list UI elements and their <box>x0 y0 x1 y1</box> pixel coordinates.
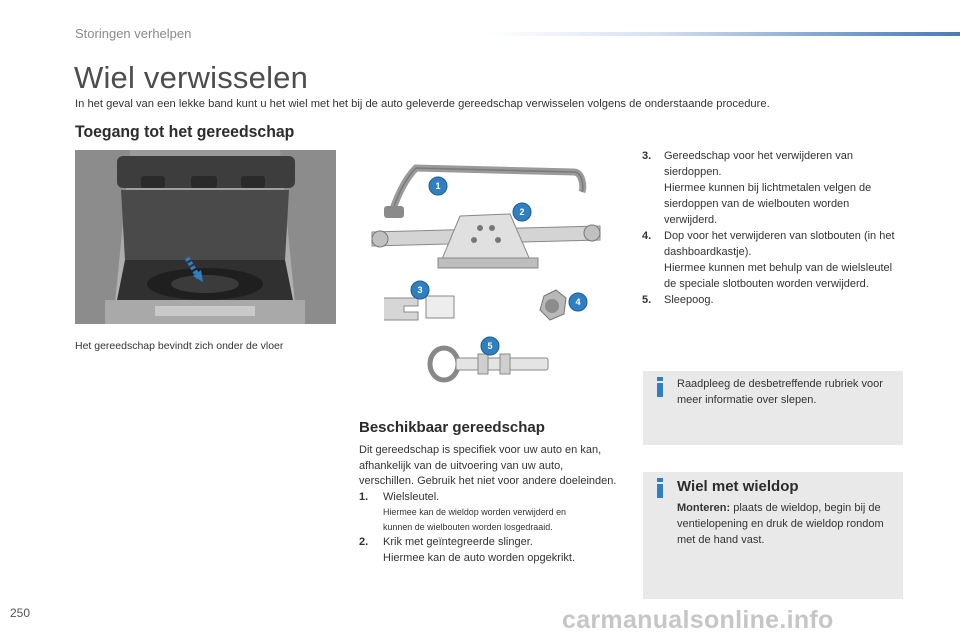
tools-heading: Beschikbaar gereedschap <box>359 419 545 436</box>
info-icon <box>657 377 663 397</box>
tool-item-text: Gereedschap voor het verwijderen van sie… <box>664 148 902 228</box>
tool-item-note: kunnen de wielbouten worden losgedraaid. <box>383 522 553 533</box>
tool-item-number: 1. <box>359 490 369 503</box>
callout-2 <box>512 202 532 222</box>
watermark: carmanualsonline.info <box>562 606 834 634</box>
tool-item-label: Krik met geïntegreerde slinger. <box>383 536 533 548</box>
tool-item-text: Krik met geïntegreerde slinger. Hiermee … <box>383 535 575 566</box>
tool-item-4: 4. Dop voor het verwijderen van slotbout… <box>642 228 902 292</box>
info-icon <box>657 478 663 498</box>
wheel-cap-label: Monteren: <box>677 502 731 514</box>
tool-item-note: Hiermee kunnen bij lichtmetalen velgen d… <box>664 182 872 226</box>
tool-item-label: Gereedschap voor het verwijderen van sie… <box>664 150 853 178</box>
tool-item-text: Dop voor het verwijderen van slotbouten … <box>664 228 902 292</box>
header-gradient-bar <box>488 32 960 36</box>
tool-item-text: Wielsleutel. Hiermee kan de wieldop word… <box>383 490 580 536</box>
tool-item-number: 2. <box>359 536 369 548</box>
wheel-cap-box: Wiel met wieldop Monteren: plaats de wie… <box>643 472 903 599</box>
tool-item-label: Sleepoog. <box>664 294 714 306</box>
tool-item-label: Dop voor het verwijderen van slotbouten … <box>664 230 895 258</box>
tool-item-note: Hiermee kunnen met behulp van de wielsle… <box>664 262 893 290</box>
tool-item-2: 2. Krik met geïntegreerde slinger. Hierm… <box>359 535 621 566</box>
wheel-cap-instructions: plaats de wieldop, begin bij de ventielo… <box>677 502 884 546</box>
towing-info-text: Raadpleeg de desbetreffende rubriek voor… <box>677 378 883 406</box>
tool-item-note: Hiermee kan de auto worden opgekrikt. <box>383 551 575 564</box>
tool-item-note: Hiermee kan de wieldop worden verwijderd… <box>383 507 567 518</box>
wheel-cap-heading: Wiel met wieldop <box>677 478 799 495</box>
tool-item-number: 4. <box>642 230 652 242</box>
callout-4-label: 4 <box>575 297 580 307</box>
trunk-photo <box>75 150 336 324</box>
tools-illustration: 1 2 3 4 5 <box>360 150 618 398</box>
access-caption: Het gereedschap bevindt zich onder de vl… <box>75 340 284 352</box>
tool-item-5: 5. Sleepoog. <box>642 292 902 308</box>
callout-3 <box>410 280 430 300</box>
callout-4 <box>568 292 588 312</box>
tool-item-1: 1. Wielsleutel. Hiermee kan de wieldop w… <box>359 490 621 536</box>
intro-text: In het geval van een lekke band kunt u h… <box>75 98 770 110</box>
callout-5 <box>480 336 500 356</box>
page-number: 250 <box>10 606 31 620</box>
tools-intro: Dit gereedschap is specifiek voor uw aut… <box>359 444 617 487</box>
section-header: Storingen verhelpen <box>75 26 192 41</box>
callout-3-label: 3 <box>417 285 422 295</box>
page-title: Wiel verwisselen <box>74 60 309 95</box>
towing-info-box: Raadpleeg de desbetreffende rubriek voor… <box>643 371 903 445</box>
tool-item-label: Wielsleutel. <box>383 490 440 503</box>
access-heading: Toegang tot het gereedschap <box>75 122 295 141</box>
callout-5-label: 5 <box>487 341 492 351</box>
tool-item-3: 3. Gereedschap voor het verwijderen van … <box>642 148 902 228</box>
wheel-cap-text: Monteren: plaats de wieldop, begin bij d… <box>677 500 897 548</box>
callout-2-label: 2 <box>519 207 524 217</box>
tools-body: Dit gereedschap is specifiek voor uw aut… <box>359 443 621 566</box>
tool-item-number: 3. <box>642 150 652 162</box>
tool-item-number: 5. <box>642 294 652 306</box>
callout-1 <box>428 176 448 196</box>
tools-list-continued: 3. Gereedschap voor het verwijderen van … <box>642 148 902 308</box>
callout-1-label: 1 <box>435 181 440 191</box>
